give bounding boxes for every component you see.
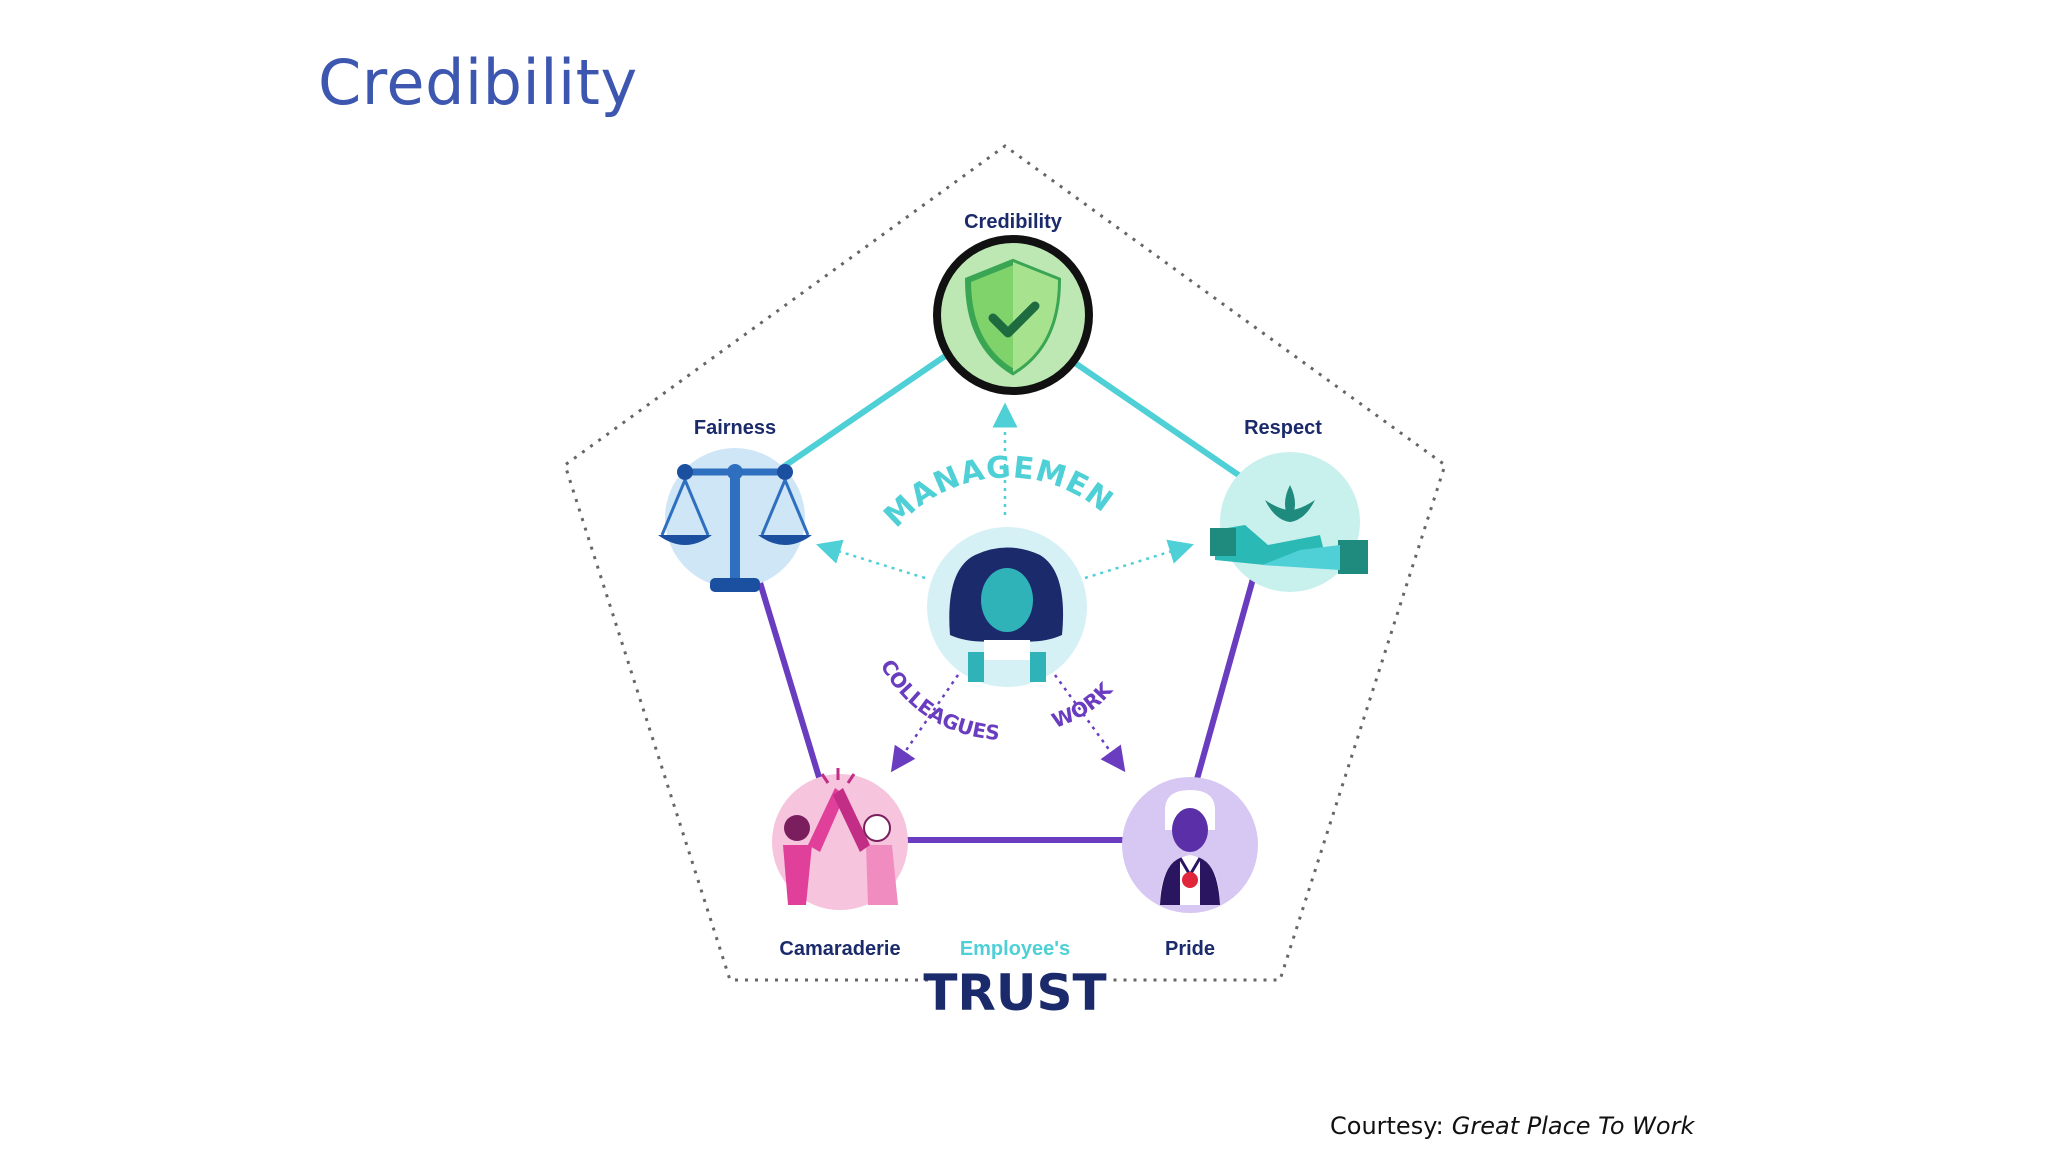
pride-node-label: Pride [1165, 938, 1215, 960]
person-medal-icon [1160, 790, 1220, 905]
shield-check-icon [964, 258, 1062, 376]
respect-node-label: Respect [1244, 417, 1322, 439]
work-arc-label: WORK [1048, 677, 1118, 733]
courtesy-source: Great Place To Work [1451, 1112, 1695, 1140]
outer-pentagon [563, 144, 1447, 982]
trust-label: TRUST [923, 964, 1106, 1022]
fairness-node [658, 448, 812, 592]
scales-icon [658, 464, 812, 592]
camaraderie-node [772, 768, 908, 910]
credibility-node-label: Credibility [964, 211, 1063, 233]
hands-lotus-icon [1210, 485, 1368, 574]
courtesy-prefix: Courtesy: [1330, 1112, 1444, 1140]
management-arrows [816, 402, 1194, 773]
fairness-node-label: Fairness [694, 417, 776, 439]
employees-label: Employee's [960, 938, 1070, 960]
respect-node [1210, 452, 1368, 592]
credibility-node [933, 235, 1093, 395]
high-five-icon [783, 768, 898, 905]
camaraderie-node-label: Camaraderie [779, 938, 900, 960]
slide-title: Credibility [318, 46, 638, 119]
pride-node [1122, 777, 1258, 913]
courtesy-note: Courtesy:Great Place To Work [1330, 1112, 1694, 1140]
management-person-icon [927, 527, 1087, 687]
